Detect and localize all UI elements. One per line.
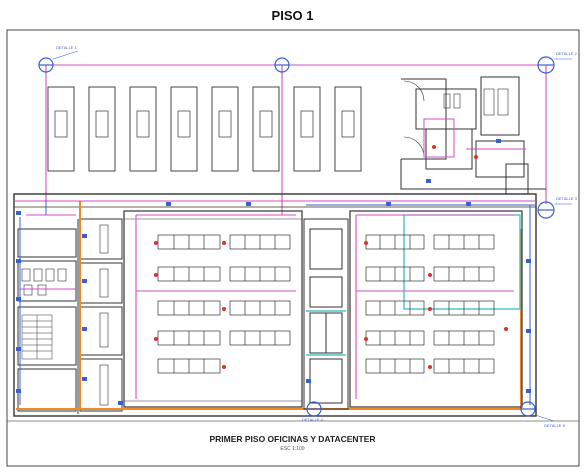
service-block bbox=[17, 219, 79, 414]
plan-scale: ESC 1:100 bbox=[280, 446, 305, 452]
toilet-icon bbox=[21, 268, 67, 296]
callout-label-2: DETALLE 2 bbox=[556, 51, 578, 56]
desk-clusters-east bbox=[365, 234, 495, 374]
central-core bbox=[303, 218, 349, 410]
page-title: PISO 1 bbox=[271, 8, 314, 23]
stair-icon bbox=[21, 314, 53, 360]
desk-clusters-west bbox=[157, 234, 291, 374]
detail-callout-icon bbox=[38, 56, 555, 417]
conduit-plan-magenta bbox=[14, 200, 536, 399]
callout-label-1: DETALLE 1 bbox=[56, 45, 78, 50]
device-marker-icon bbox=[154, 145, 508, 369]
door-swing-icon bbox=[403, 80, 425, 102]
cable-tray-orange bbox=[16, 201, 522, 410]
upper-right-conduit bbox=[423, 118, 526, 158]
central-cyan-tray bbox=[306, 310, 346, 356]
plan-title: PRIMER PISO OFICINAS Y DATACENTER bbox=[209, 434, 376, 444]
upper-right-fixtures bbox=[443, 88, 509, 116]
corridor-fixtures bbox=[99, 224, 109, 406]
office-east bbox=[349, 210, 523, 408]
conduit-plan-blue bbox=[19, 199, 536, 405]
callout-label-3: DETALLE 3 bbox=[556, 196, 578, 201]
conduit-top bbox=[45, 64, 547, 215]
floor-plan: DETALLE 1 DETALLE 2 DETALLE 3 DETALLE 4 … bbox=[6, 29, 580, 467]
sheet-frame bbox=[6, 29, 580, 467]
device-marker-icon bbox=[16, 139, 531, 405]
building-outline bbox=[13, 193, 537, 417]
callout-label-4: DETALLE 4 bbox=[302, 417, 324, 422]
office-west bbox=[123, 210, 303, 408]
callout-leaders bbox=[52, 50, 572, 422]
stall-fixtures bbox=[54, 110, 355, 138]
equipment-stalls bbox=[47, 86, 362, 172]
callout-label-5: DETALLE 5 bbox=[544, 423, 566, 428]
